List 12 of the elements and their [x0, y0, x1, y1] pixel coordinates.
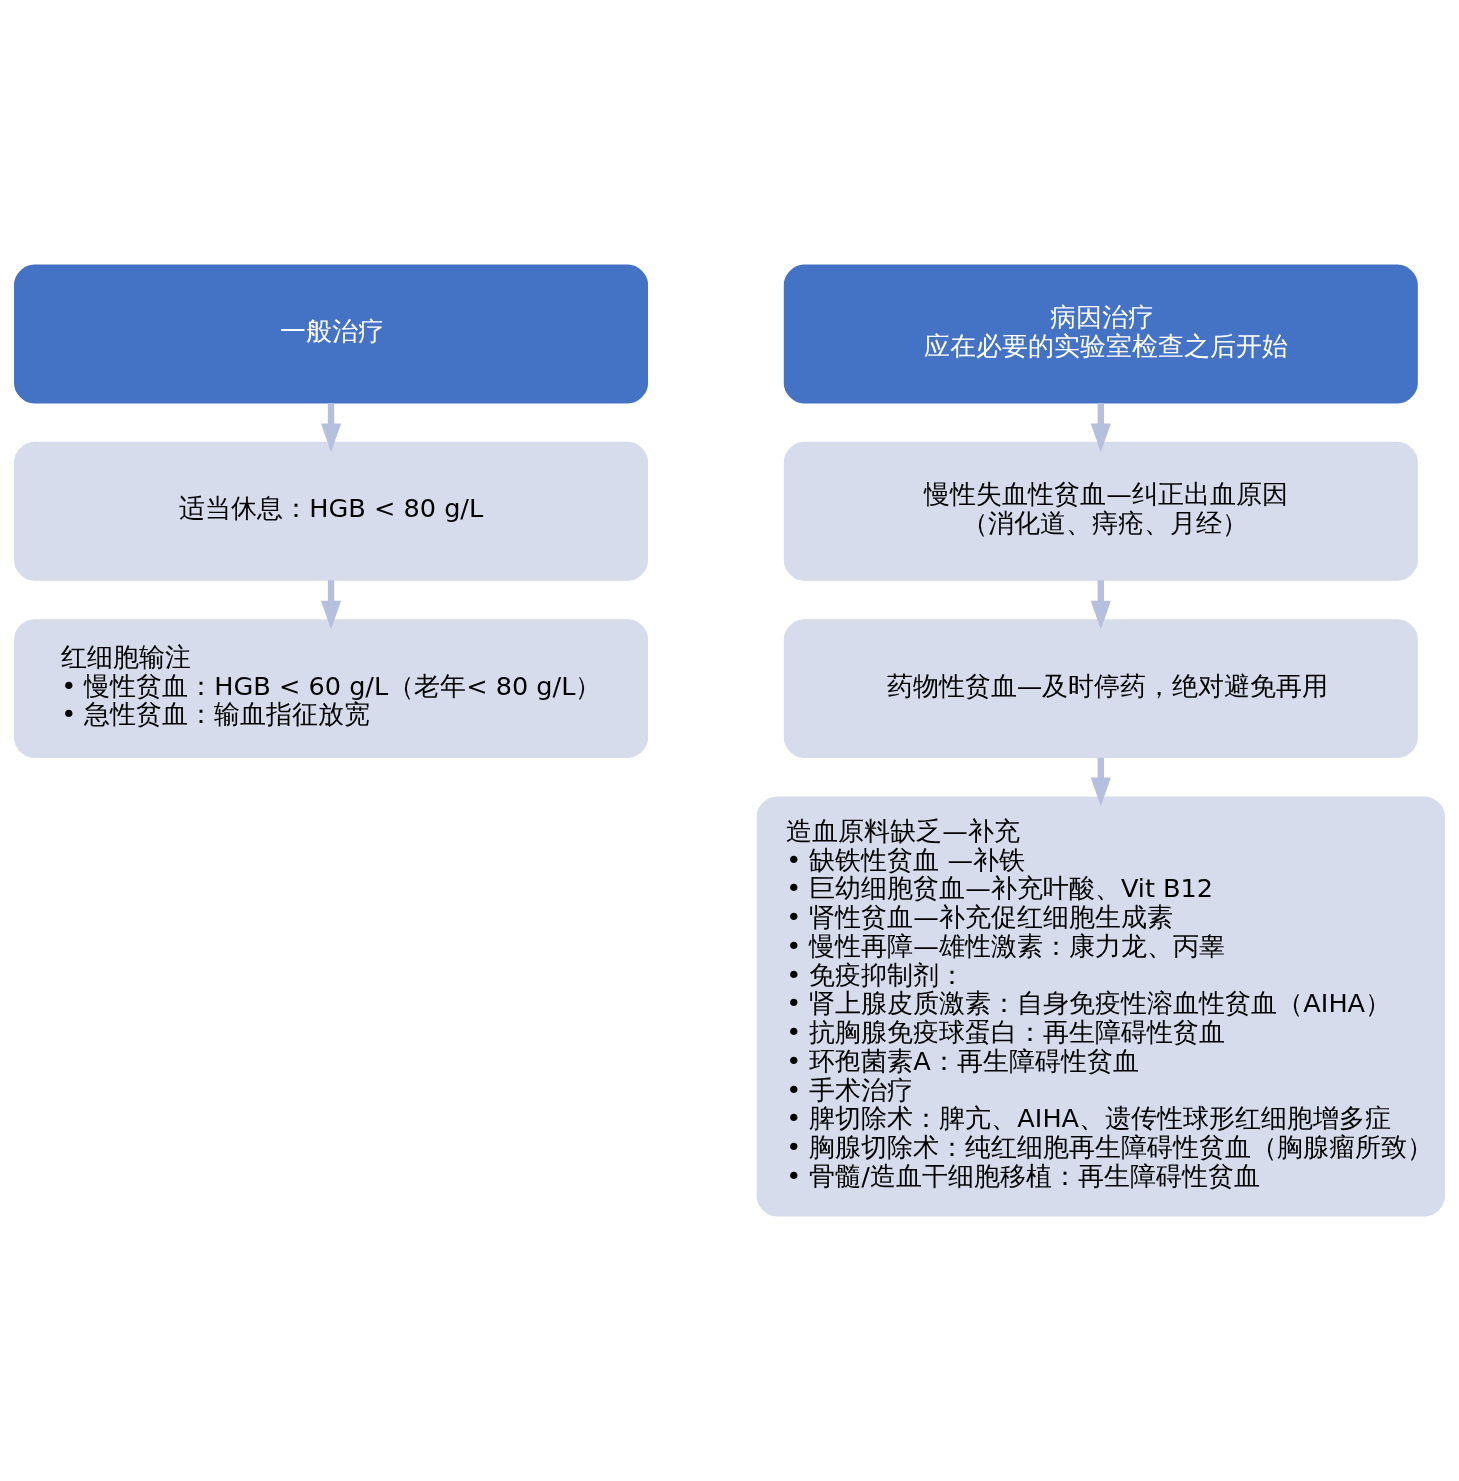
arrow — [320, 580, 342, 630]
arrow — [1090, 580, 1111, 630]
node-box: 适当休息：HGB < 80 g/L — [14, 441, 649, 581]
node-box: 红细胞输注 • 慢性贫血：HGB < 60 g/L（老年< 80 g/L） • 急性贫血：输血指征放宽 — [14, 619, 649, 759]
node-box: 药物性贫血—及时停药，绝对避免再用 — [783, 619, 1418, 759]
node-box: 病因治疗 应在必要的实验室检查之后开始 — [783, 264, 1418, 404]
node-box: 慢性失血性贫血—纠正出血原因 （消化道、痔疮、月经） — [783, 441, 1418, 581]
node-box: 一般治疗 — [14, 264, 649, 404]
arrow — [1090, 402, 1111, 453]
arrow — [320, 402, 342, 453]
arrow — [1090, 757, 1111, 807]
node-box: 造血原料缺乏—补充 • 缺铁性贫血 —补铁 • 巨幼细胞贫血—补充叶酸、Vit B12 • 肾性贫血—补充促红细胞生成素 • 慢性再障—雄性激素：康力龙、丙睾 • 免疫抑制剂： • 肾上腺皮质激素：自身免疫性溶血性贫血（AIHA） • 抗胸腺免疫球蛋白：再生障碍性贫血 • 环孢菌素A：再生障碍性贫血 • 手术治疗 • 脾切除术：脾亢、AIHA、遗传性球形红细胞增多症 • 胸腺切除术：纯红细胞再生障碍性贫血（胸腺瘤所致） • 骨髓/造血干细胞移植：再生障碍性贫血 — [756, 796, 1445, 1217]
